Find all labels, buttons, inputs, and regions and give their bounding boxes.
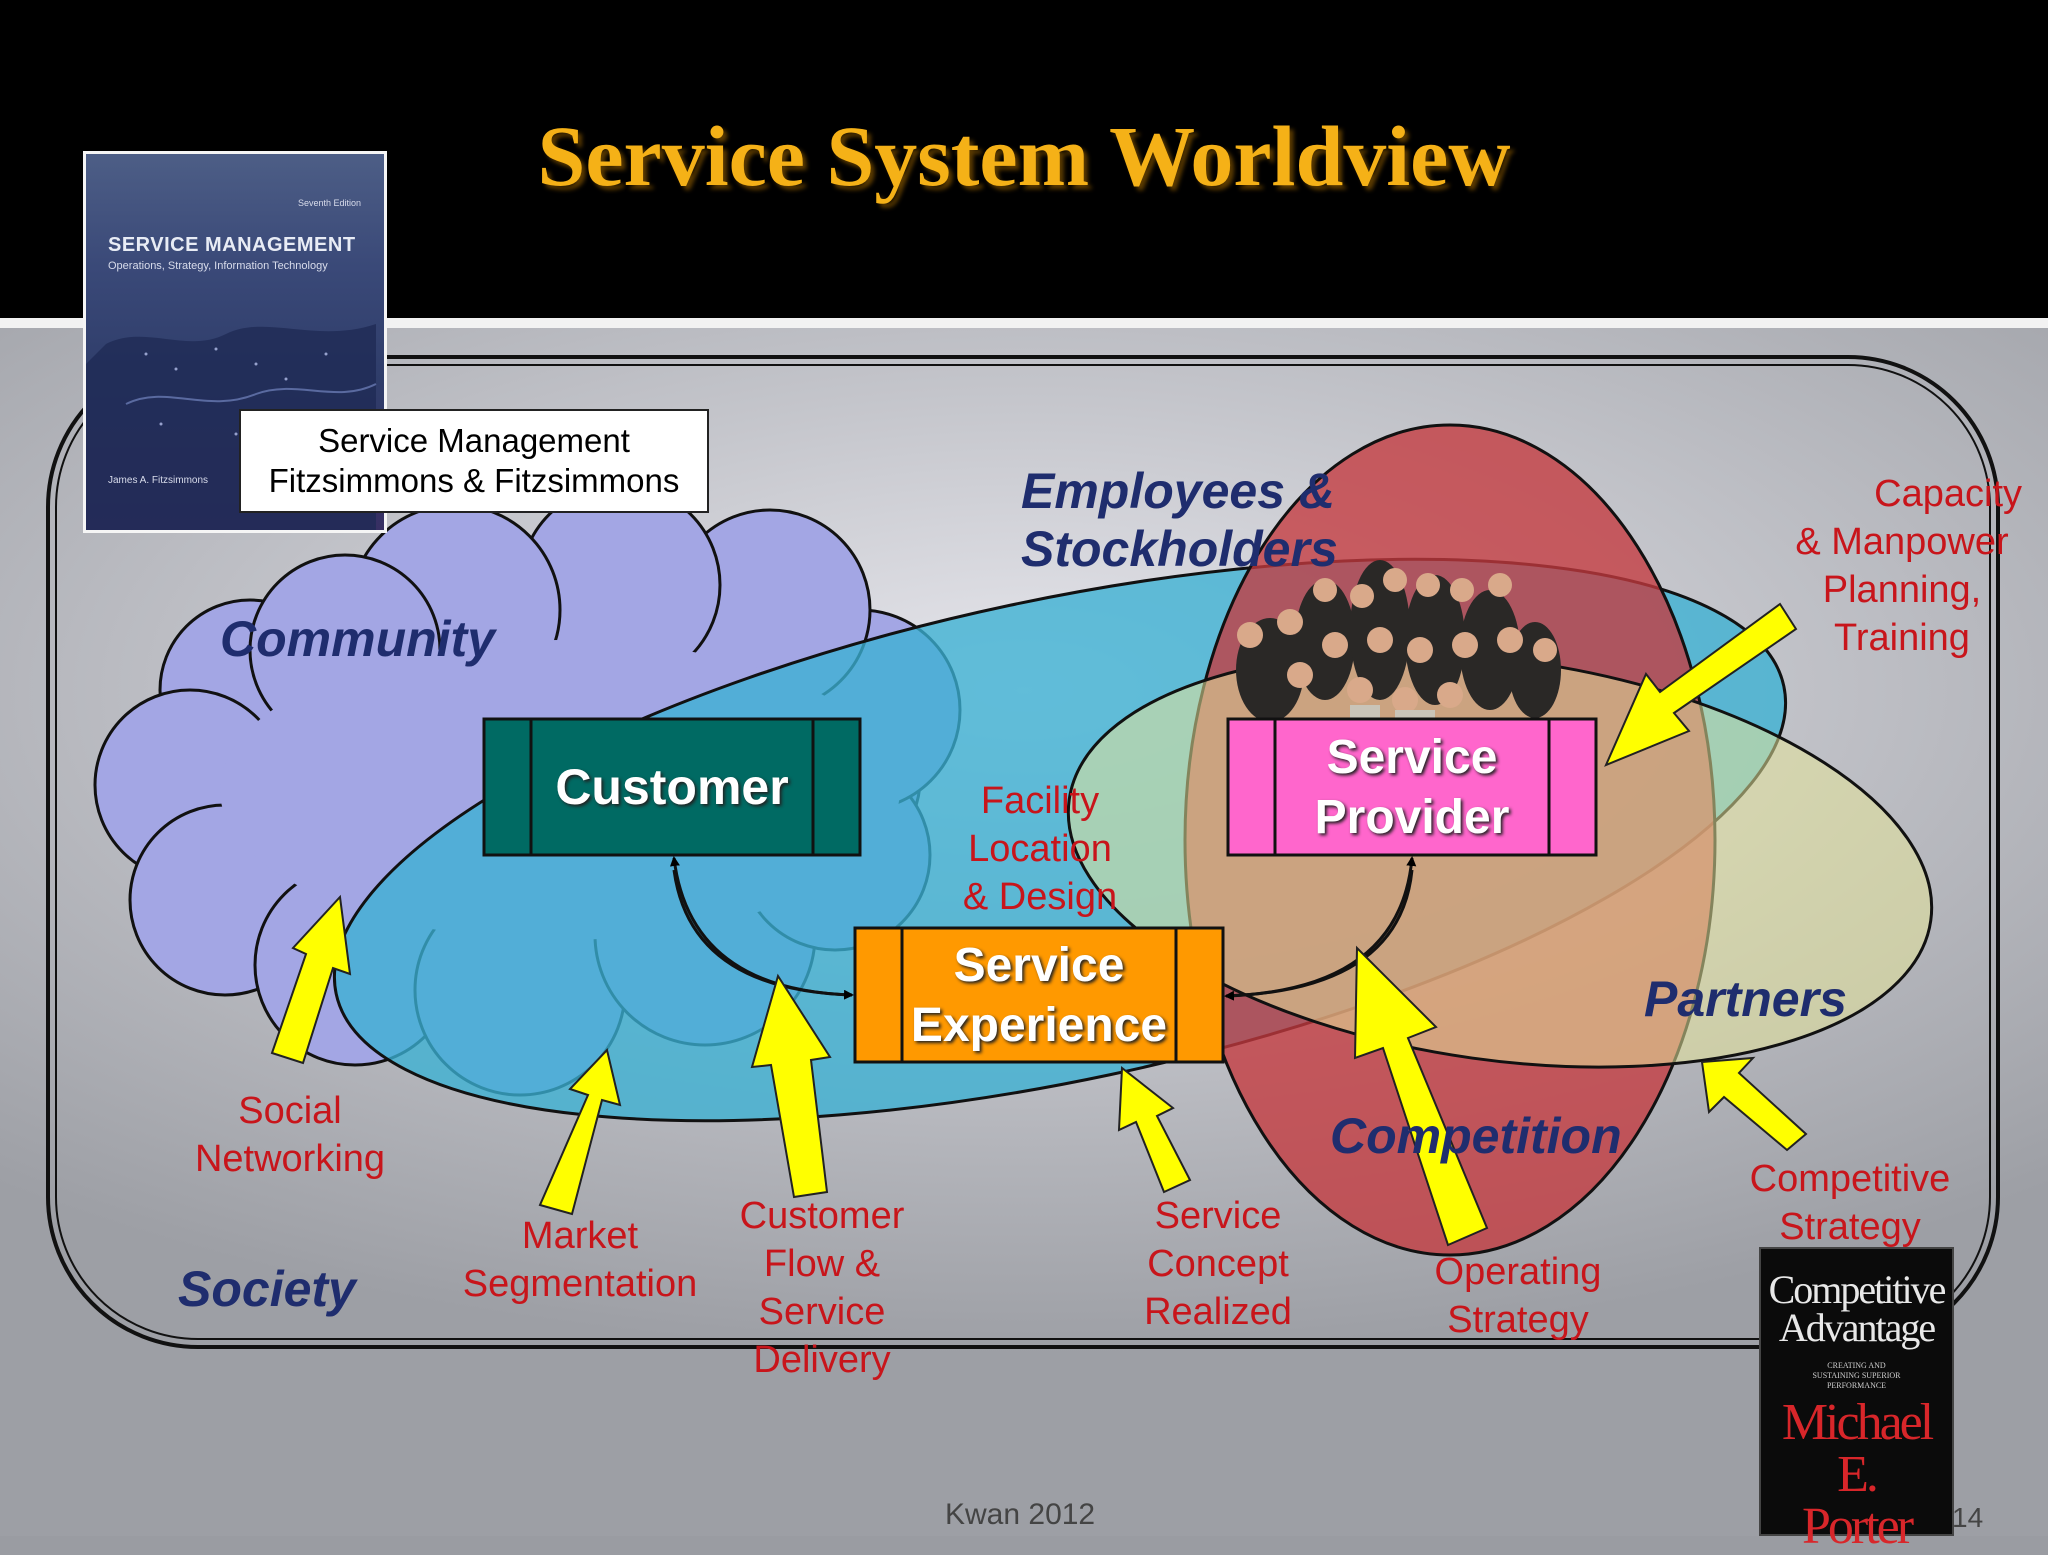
- flow-label-line2: Flow &: [763, 1243, 881, 1285]
- operating-strategy-label: Operating Strategy: [1408, 1248, 1628, 1344]
- social-networking-arrow: [270, 894, 352, 1065]
- concept-label-line2: Concept: [1147, 1243, 1289, 1285]
- service-provider-box-shape: [1226, 717, 1598, 857]
- operating-label-line1: Operating: [1434, 1251, 1602, 1293]
- capacity-label: Capacity & Manpower Planning, Training: [1782, 470, 2022, 662]
- customer-box-shape: [482, 717, 862, 857]
- header-divider: [0, 318, 2048, 328]
- competitive-label-line2: Strategy: [1779, 1206, 1921, 1248]
- facility-label-line2: Location: [968, 828, 1112, 870]
- society-label: Society: [178, 1261, 356, 1317]
- facility-label-line3: & Design: [962, 876, 1118, 918]
- concept-label-line3: Realized: [1144, 1291, 1292, 1333]
- reference-line1: Service Management: [318, 422, 630, 459]
- market-segmentation-label: Market Segmentation: [450, 1212, 710, 1308]
- customer-flow-label: Customer Flow & Service Delivery: [710, 1192, 934, 1384]
- book2-title: Competitive Advantage: [1761, 1267, 1952, 1350]
- capacity-arrow: [1604, 602, 1798, 767]
- service-concept-label: Service Concept Realized: [1108, 1192, 1328, 1336]
- book-reference-box: Service Management Fitzsimmons & Fitzsim…: [239, 409, 709, 513]
- customer-box: Customer: [555, 759, 789, 815]
- employees-label-line1: Employees &: [1021, 463, 1336, 519]
- book2-subtitle: CREATING AND SUSTAINING SUPERIOR PERFORM…: [1761, 1361, 1952, 1391]
- book-title: SERVICE MANAGEMENT: [108, 234, 356, 256]
- flow-label-line1: Customer: [739, 1195, 905, 1237]
- flow-label-line3: Service: [758, 1291, 886, 1333]
- employees-photo: [1236, 560, 1561, 722]
- service-provider-box: Service Provider: [1275, 728, 1549, 848]
- market-label-line2: Segmentation: [462, 1263, 698, 1305]
- capacity-label-line2: & Manpower: [1795, 521, 2009, 563]
- service-provider-line1: Service: [1326, 731, 1498, 784]
- book-subtitle: Operations, Strategy, Information Techno…: [108, 260, 328, 272]
- service-experience-line2: Experience: [910, 999, 1168, 1052]
- competition-label: Competition: [1330, 1108, 1622, 1164]
- service-experience-box: Service Experience: [882, 936, 1196, 1056]
- service-experience-line1: Service: [953, 939, 1125, 992]
- book2-subtitle-line3: PERFORMANCE: [1826, 1381, 1887, 1390]
- partners-label: Partners: [1644, 971, 1847, 1027]
- book2-title-line2: Advantage: [1778, 1305, 1936, 1350]
- concept-label-line1: Service: [1154, 1195, 1282, 1237]
- society-frame: [46, 355, 2000, 1349]
- market-label-line1: Market: [521, 1215, 639, 1257]
- book-edition: Seventh Edition: [298, 198, 362, 208]
- service-provider-line2: Provider: [1314, 791, 1510, 844]
- footer-text: Kwan 2012: [945, 1498, 1096, 1531]
- capacity-label-line3: Planning,: [1822, 569, 1982, 611]
- book2-author-line1: Michael E.: [1781, 1394, 1934, 1503]
- slide-title: Service System Worldview: [537, 108, 1511, 204]
- facility-label: Facility Location & Design: [930, 777, 1150, 921]
- competitive-advantage-book-cover: Competitive Advantage CREATING AND SUSTA…: [1759, 1247, 1954, 1553]
- facility-label-line1: Facility: [980, 780, 1100, 822]
- service-concept-arrow: [1117, 1066, 1192, 1194]
- book2-subtitle-line2: SUSTAINING SUPERIOR: [1812, 1371, 1901, 1380]
- reference-line2: Fitzsimmons & Fitzsimmons: [268, 462, 680, 499]
- book2-author: Michael E. Porter: [1761, 1397, 1952, 1553]
- operating-label-line2: Strategy: [1447, 1299, 1589, 1341]
- book2-author-line2: Porter: [1801, 1498, 1914, 1555]
- community-label: Community: [220, 611, 495, 667]
- employees-label-line2: Stockholders: [1021, 521, 1338, 577]
- capacity-label-line4: Training: [1834, 617, 1970, 659]
- operating-strategy-arrow: [1353, 945, 1489, 1247]
- book2-title-line1: Competitive: [1768, 1267, 1947, 1312]
- social-label-line2: Networking: [194, 1138, 386, 1180]
- capacity-label-line1: Capacity: [1874, 473, 2022, 515]
- book-author: James A. Fitzsimmons: [108, 475, 209, 486]
- book2-subtitle-line1: CREATING AND: [1827, 1361, 1886, 1370]
- social-networking-label: Social Networking: [170, 1087, 410, 1183]
- competitive-strategy-arrow: [1700, 1056, 1808, 1152]
- market-segmentation-arrow: [538, 1047, 622, 1216]
- customer-flow-arrow: [750, 973, 832, 1199]
- employees-label: Employees & Stockholders: [1021, 462, 1338, 578]
- page-number: 14: [1952, 1502, 1984, 1533]
- social-label-line1: Social: [238, 1090, 342, 1132]
- competitive-label-line1: Competitive: [1749, 1158, 1951, 1200]
- service-experience-box-shape: [853, 926, 1225, 1064]
- competitive-strategy-label: Competitive Strategy: [1728, 1155, 1972, 1251]
- flow-label-line4: Delivery: [753, 1339, 891, 1381]
